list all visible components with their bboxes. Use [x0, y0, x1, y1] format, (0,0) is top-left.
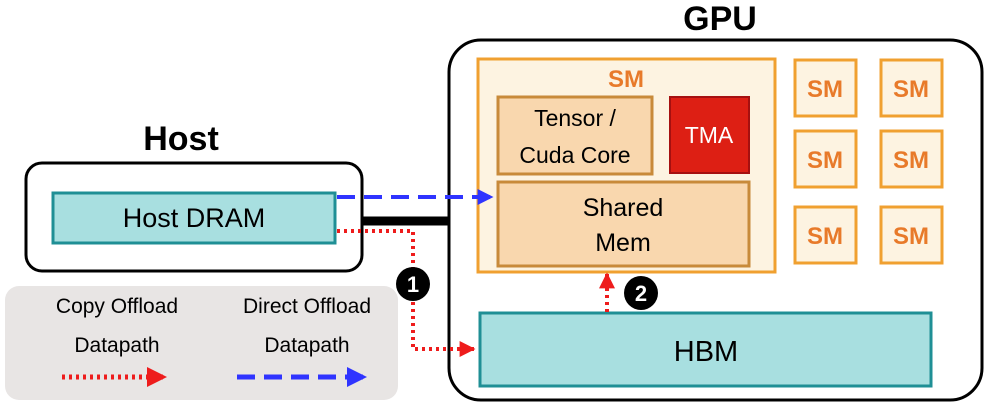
hbm-box [478, 311, 933, 388]
sm-main-label: SM [608, 66, 644, 93]
host-dram-label: Host DRAM [123, 203, 266, 233]
sm-tile [793, 58, 858, 118]
tensor-core-label-line1: Tensor / [534, 105, 616, 131]
shared-mem-label-line2: Mem [595, 229, 651, 257]
host-title: Host [143, 120, 219, 158]
shared-mem-label-line1: Shared [583, 194, 664, 222]
step-marker-2 [624, 276, 658, 310]
legend-copy-label-line1: Copy Offload [56, 295, 178, 318]
sm-tile-label: SM [893, 147, 929, 174]
legend-direct-label-line1: Direct Offload [243, 295, 371, 318]
sm-tile-label: SM [807, 223, 843, 250]
tma-label: TMA [685, 122, 734, 148]
sm-tile [879, 129, 944, 189]
gpu-title: GPU [683, 0, 757, 38]
sm-tile [879, 205, 944, 265]
sm-tile-label: SM [807, 147, 843, 174]
host-dram-box [51, 191, 337, 245]
legend-copy-label-line2: Datapath [74, 334, 159, 357]
sm-tile [793, 205, 858, 265]
tensor-core-label-line2: Cuda Core [519, 142, 630, 168]
step-marker-1-label: 1 [407, 272, 419, 297]
tma-box [669, 96, 750, 174]
sm-tile [793, 129, 858, 189]
sm-tile-label: SM [893, 223, 929, 250]
sm-grid: SM SM SM SM SM SM [793, 58, 944, 265]
tensor-core-box [496, 95, 654, 176]
shared-mem-box [496, 180, 751, 268]
sm-tile-label: SM [893, 76, 929, 103]
hbm-label: HBM [674, 336, 738, 368]
sm-tile [879, 58, 944, 118]
legend-direct-label-line2: Datapath [264, 334, 349, 357]
step-marker-2-label: 2 [635, 281, 647, 306]
sm-tile-label: SM [807, 76, 843, 103]
legend-box [5, 286, 398, 400]
step-marker-1 [396, 267, 430, 301]
